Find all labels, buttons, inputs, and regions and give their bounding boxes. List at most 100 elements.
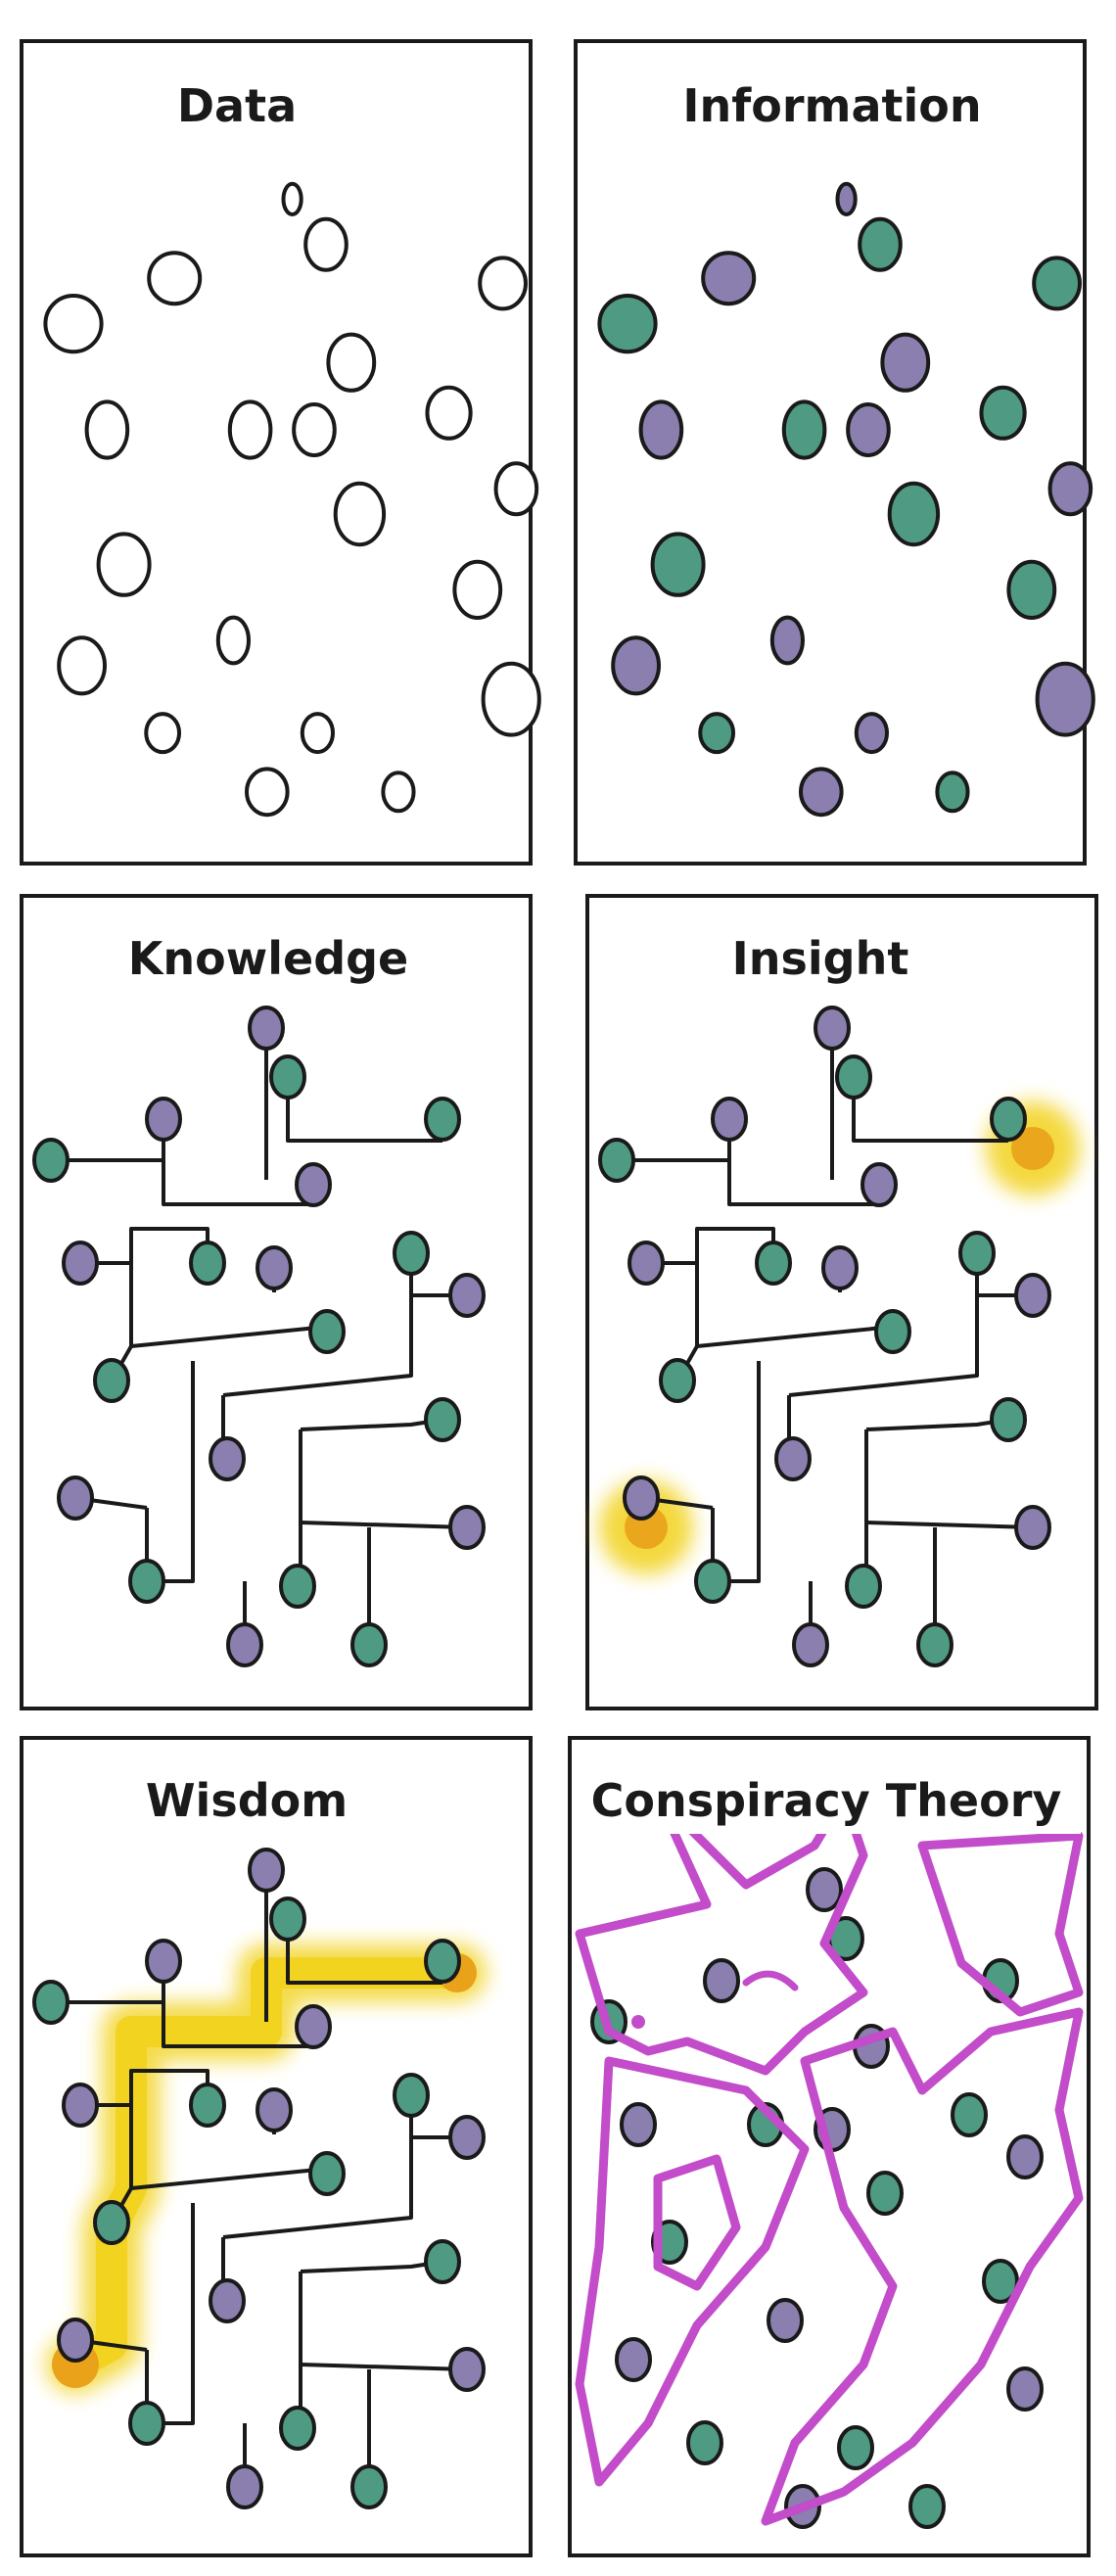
- panel-frame: [574, 39, 1087, 866]
- connection-line: [129, 1263, 328, 1348]
- network-node: [32, 1980, 70, 2025]
- network-node: [860, 1162, 898, 1207]
- network-node: [248, 1848, 285, 1893]
- panel-title: Information: [682, 79, 981, 132]
- connection-line: [162, 1119, 313, 1206]
- connection-line: [695, 1263, 894, 1348]
- network-node: [279, 1564, 316, 1609]
- connection-line: [300, 1521, 468, 1529]
- network-node: [350, 2464, 388, 2509]
- panel-knowledge: Knowledge: [20, 894, 533, 1710]
- panel-title: Data: [177, 79, 297, 132]
- panel-wisdom: Wisdom: [20, 1736, 533, 2557]
- dot-layer: [32, 1006, 486, 1667]
- panel-frame: [20, 1736, 533, 2557]
- data-dot: [452, 559, 503, 621]
- network-node: [269, 1054, 306, 1100]
- connection-line: [852, 1077, 1008, 1143]
- connection-line: [147, 1361, 195, 1583]
- network-node: [1014, 1505, 1051, 1550]
- network-node: [659, 1358, 696, 1403]
- network-node: [226, 2464, 263, 2509]
- data-dot: [381, 771, 416, 814]
- data-dot: [144, 712, 182, 755]
- data-dot: [57, 635, 107, 696]
- network-node: [279, 2406, 316, 2451]
- network-node: [448, 1505, 486, 1550]
- highlight-core: [1011, 1127, 1054, 1170]
- data-dot: [854, 712, 889, 755]
- network-node: [686, 2420, 723, 2465]
- network-node: [424, 1939, 461, 1984]
- network-node: [908, 2484, 946, 2529]
- data-dot: [781, 399, 827, 460]
- network-node: [598, 1138, 635, 1183]
- data-dot: [799, 767, 844, 818]
- data-dot: [1047, 461, 1093, 517]
- network-node: [393, 1231, 430, 1276]
- network-node: [145, 1939, 182, 1984]
- data-dot: [887, 481, 941, 547]
- network-node: [866, 2171, 904, 2216]
- network-node: [248, 1006, 285, 1051]
- network-node: [62, 1241, 99, 1286]
- network-node: [393, 2073, 430, 2118]
- connection-line: [865, 1418, 1009, 1431]
- data-dot: [481, 661, 541, 737]
- connection-line: [300, 2363, 468, 2371]
- data-dot: [698, 712, 736, 755]
- data-dot: [425, 385, 473, 441]
- network-node: [990, 1097, 1027, 1142]
- network-node: [128, 2401, 165, 2446]
- data-dot: [880, 332, 931, 393]
- connection-line: [286, 1077, 442, 1143]
- data-dot: [701, 251, 757, 306]
- network-node: [1014, 1273, 1051, 1318]
- data-dot: [611, 635, 661, 696]
- connection-line: [865, 1521, 1034, 1529]
- network-node: [424, 2239, 461, 2284]
- dot-layer: [43, 181, 541, 818]
- data-dot: [326, 332, 377, 393]
- network-node: [57, 1475, 94, 1521]
- dot-layer: [32, 1848, 486, 2509]
- network-node: [269, 1897, 306, 1942]
- data-dot: [227, 399, 273, 460]
- unicorn-nostril: [631, 2015, 645, 2029]
- panel-frame: [585, 894, 1098, 1710]
- panel-title: Insight: [732, 932, 909, 985]
- panel-data: Data: [20, 39, 541, 866]
- network-node: [209, 2278, 246, 2323]
- network-node: [835, 1054, 872, 1100]
- network-node: [62, 2083, 99, 2128]
- network-node: [256, 1245, 293, 1290]
- network-node: [806, 1867, 843, 1912]
- data-dot: [650, 532, 706, 597]
- network-node: [93, 1358, 130, 1403]
- data-dot: [1006, 559, 1057, 621]
- network-node: [145, 1097, 182, 1142]
- data-dot: [96, 532, 152, 597]
- data-dot: [846, 402, 891, 457]
- data-dot: [638, 399, 684, 460]
- network-node: [209, 1436, 246, 1481]
- data-dot: [835, 181, 858, 216]
- network-node: [916, 1622, 953, 1667]
- network-node: [189, 2083, 226, 2128]
- data-dot: [493, 461, 539, 517]
- data-dot: [300, 712, 335, 755]
- panel-frame: [20, 894, 533, 1710]
- network-node: [951, 2092, 988, 2137]
- network-node: [448, 2115, 486, 2160]
- panel-title: Conspiracy Theory: [591, 1774, 1062, 1827]
- network-node: [226, 1622, 263, 1667]
- data-dot: [935, 771, 970, 814]
- network-node: [448, 1273, 486, 1318]
- data-dot: [979, 385, 1027, 441]
- data-dot: [333, 481, 387, 547]
- panel-frame: [568, 1736, 1091, 2557]
- network-node: [623, 1475, 660, 1521]
- network-node: [792, 1622, 829, 1667]
- network-node: [256, 2087, 293, 2132]
